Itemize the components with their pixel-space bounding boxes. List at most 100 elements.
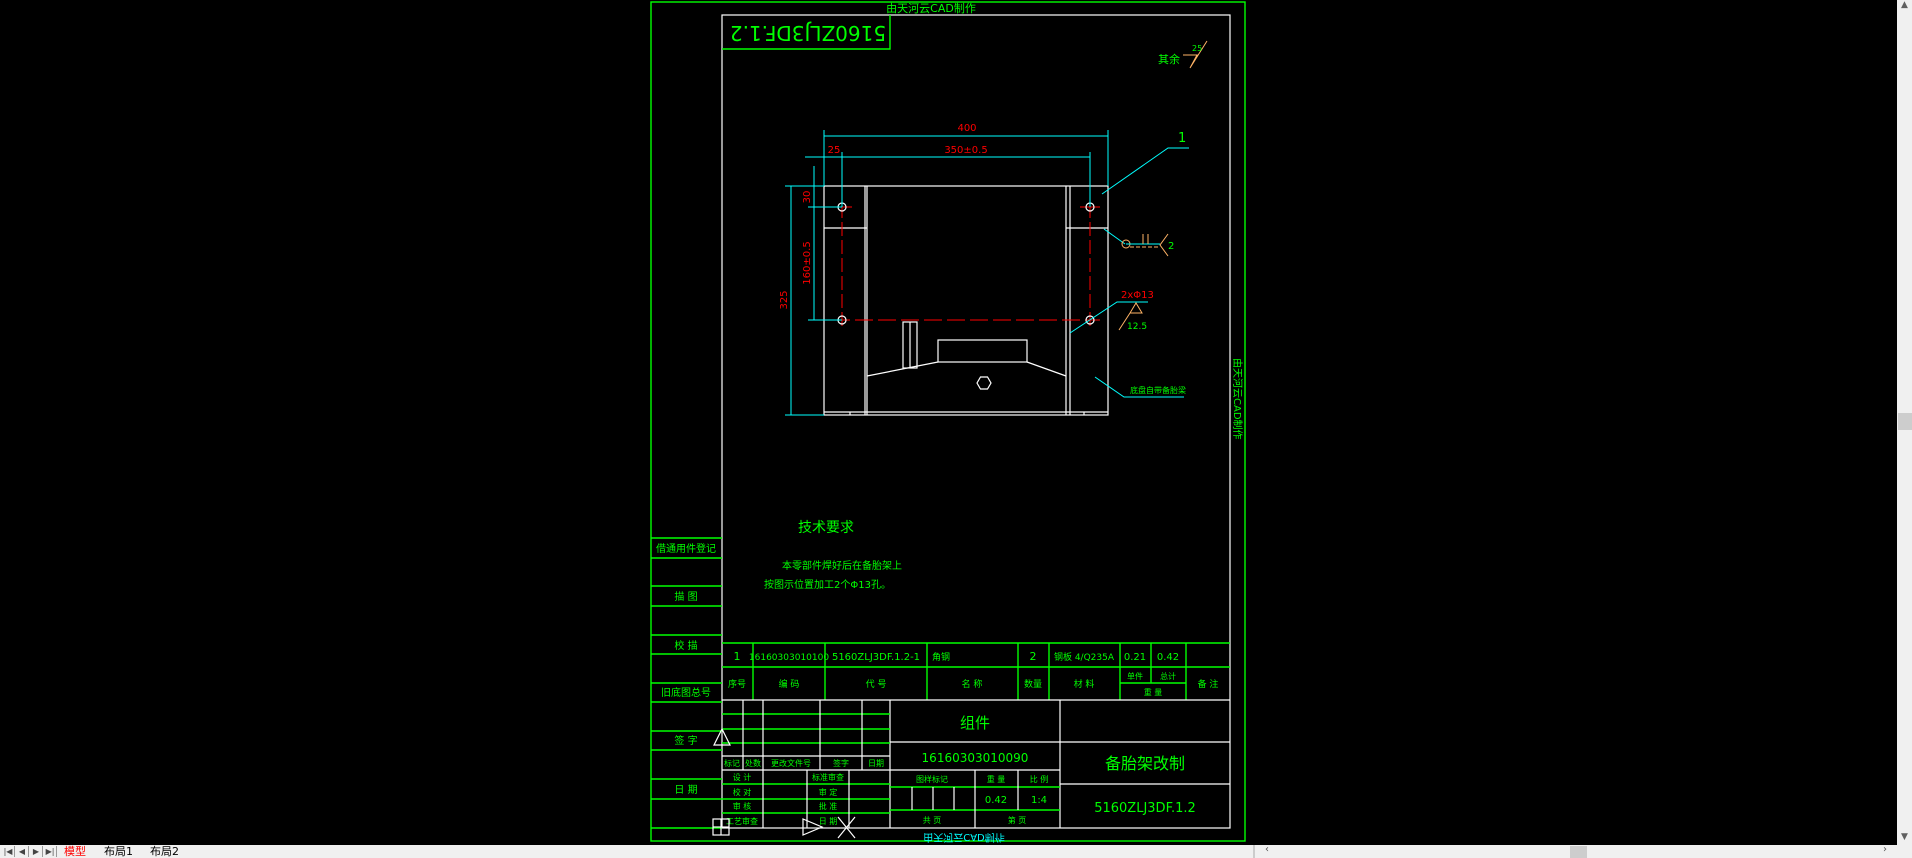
side-label: 借通用件登记	[656, 542, 716, 555]
prev-tab-icon[interactable]: ◀	[16, 846, 29, 857]
weight-label: 重 量	[987, 774, 1006, 784]
part-code: 16160303010090	[922, 751, 1029, 765]
tab-layout2[interactable]: 布局2	[150, 845, 179, 858]
side-label: 签 字	[674, 734, 697, 747]
side-label: 旧底图总号	[661, 686, 711, 699]
bom-total-weight: 0.42	[1157, 652, 1179, 663]
hole-roughness: 12.5	[1127, 322, 1147, 332]
svg-text:标准审查: 标准审查	[812, 772, 844, 782]
weight-value: 0.42	[985, 795, 1007, 806]
svg-text:设 计: 设 计	[733, 772, 752, 782]
bom-name: 角钢	[932, 651, 950, 663]
title-block-grid	[722, 700, 1230, 828]
drawing-sheet: 由天河云CAD制作 由天河云CAD制作 由天河云CAD制作 5160ZLJ3DF…	[650, 1, 1246, 844]
center-lines	[832, 186, 1100, 330]
hole-roughness-icon	[1118, 302, 1143, 331]
sheets-total: 共 页	[923, 816, 942, 825]
vertical-scroll-thumb[interactable]	[1898, 413, 1912, 430]
svg-text:数量: 数量	[1024, 678, 1042, 690]
holes	[837, 202, 1095, 325]
bom-grid	[722, 642, 1230, 701]
svg-text:日期: 日期	[868, 759, 884, 768]
marker-triangle-icon	[713, 727, 731, 746]
part-type: 组件	[960, 714, 990, 732]
tab-model[interactable]: 模型	[64, 845, 86, 858]
sheet-number: 第 页	[1008, 815, 1027, 825]
scroll-down-icon[interactable]: ▼	[1901, 832, 1908, 842]
svg-text:处数: 处数	[745, 758, 761, 768]
balloon-number: 1	[1178, 131, 1186, 146]
svg-text:工艺审查: 工艺审查	[726, 816, 758, 826]
svg-text:代 号: 代 号	[866, 679, 887, 690]
dim-vertical-spacing: 160±0.5	[802, 241, 813, 284]
svg-text:总计: 总计	[1160, 671, 1176, 681]
base-note: 底盘自带备胎梁	[1130, 385, 1186, 395]
first-tab-icon[interactable]: |◀	[2, 846, 15, 857]
svg-text:标记: 标记	[724, 758, 740, 768]
bom-unit-weight: 0.21	[1124, 652, 1146, 663]
tech-line-1: 本零部件焊好后在备胎架上	[782, 559, 902, 572]
tech-title: 技术要求	[798, 520, 854, 536]
cad-model-space[interactable]: 由天河云CAD制作 由天河云CAD制作 由天河云CAD制作 5160ZLJ3DF…	[0, 0, 1897, 845]
svg-text:审 核: 审 核	[733, 801, 752, 811]
svg-text:校 对: 校 对	[733, 787, 752, 797]
svg-text:日 期: 日 期	[819, 817, 838, 826]
roughness-other-value: 25	[1192, 44, 1202, 53]
tab-layout1[interactable]: 布局1	[104, 845, 133, 858]
side-label: 描 图	[674, 590, 697, 603]
scroll-right-icon[interactable]: ›	[1883, 844, 1887, 855]
watermark-bottom: 由天河云CAD制作	[923, 831, 1005, 844]
svg-text:签字: 签字	[833, 758, 849, 768]
mark-label: 图样标记	[916, 774, 948, 784]
side-label: 日 期	[674, 784, 697, 796]
svg-text:更改文件号: 更改文件号	[771, 758, 811, 768]
svg-text:编 码: 编 码	[779, 678, 800, 690]
hole-note: 2xΦ13	[1121, 290, 1154, 301]
side-label: 校 描	[674, 639, 697, 652]
drawing-name: 备胎架改制	[1105, 754, 1185, 773]
drawing-number: 5160ZLJ3DF.1.2	[1094, 801, 1196, 816]
scroll-up-icon[interactable]: ▲	[1901, 0, 1908, 10]
horizontal-scroll-thumb[interactable]	[1570, 846, 1587, 858]
mirrored-drawing-code: 5160ZLJ3DF.1.2	[730, 21, 886, 45]
dimension-lines	[785, 130, 1109, 416]
bom-drawing-no: 5160ZLJ3DF.1.2-1	[832, 652, 920, 663]
roughness-other-label: 其余	[1158, 52, 1180, 66]
part-geometry	[823, 185, 1109, 416]
svg-text:备 注: 备 注	[1198, 678, 1219, 690]
svg-text:批 准: 批 准	[819, 801, 838, 811]
bom-header: 序号 编 码 代 号 名 称 数量 材 料 单件 总计 重 量 备 注	[728, 671, 1218, 697]
dim-height: 325	[779, 290, 790, 309]
scroll-left-icon[interactable]: ‹	[1265, 844, 1269, 855]
dim-width: 400	[957, 123, 976, 134]
dim-offset: 25	[828, 145, 841, 156]
watermark-top: 由天河云CAD制作	[886, 1, 976, 15]
last-tab-icon[interactable]: ▶|	[44, 846, 57, 857]
bom-code: 16160303010100	[749, 653, 829, 663]
svg-text:单件: 单件	[1127, 671, 1143, 681]
code-box	[722, 15, 891, 50]
tech-line-2: 按图示位置加工2个Φ13孔。	[764, 578, 891, 591]
bom-no: 1	[734, 650, 741, 663]
hole-note-leader	[1069, 301, 1148, 334]
balloon-leader	[1101, 147, 1189, 195]
next-tab-icon[interactable]: ▶	[30, 846, 43, 857]
inner-border	[721, 14, 1231, 829]
bom-qty: 2	[1030, 650, 1037, 663]
bom-material: 钢板 4/Q235A	[1054, 651, 1115, 663]
layout-tab-bar: |◀ ◀ ▶ ▶| 模型 布局1 布局2 ‹ ›	[0, 844, 1912, 858]
svg-text:重 量: 重 量	[1144, 687, 1163, 697]
bom-row: 1 16160303010100 5160ZLJ3DF.1.2-1 角钢 2 钢…	[734, 650, 1180, 663]
side-column	[651, 537, 722, 829]
svg-text:名 称: 名 称	[962, 678, 983, 690]
revision-headers: 标记 处数 更改文件号 签字 日期	[724, 758, 884, 768]
vertical-scrollbar[interactable]: ▲ ▼	[1897, 0, 1912, 845]
scale-label: 比 例	[1030, 774, 1049, 784]
weld-size: 2	[1168, 241, 1174, 252]
weld-symbol-icon	[1103, 228, 1169, 257]
watermark-right: 由天河云CAD制作	[1231, 358, 1244, 440]
marker-triangle-icon	[802, 818, 824, 836]
svg-text:序号: 序号	[728, 678, 746, 690]
svg-text:审 定: 审 定	[819, 787, 838, 797]
horizontal-scrollbar[interactable]: ‹ ›	[1253, 844, 1899, 858]
